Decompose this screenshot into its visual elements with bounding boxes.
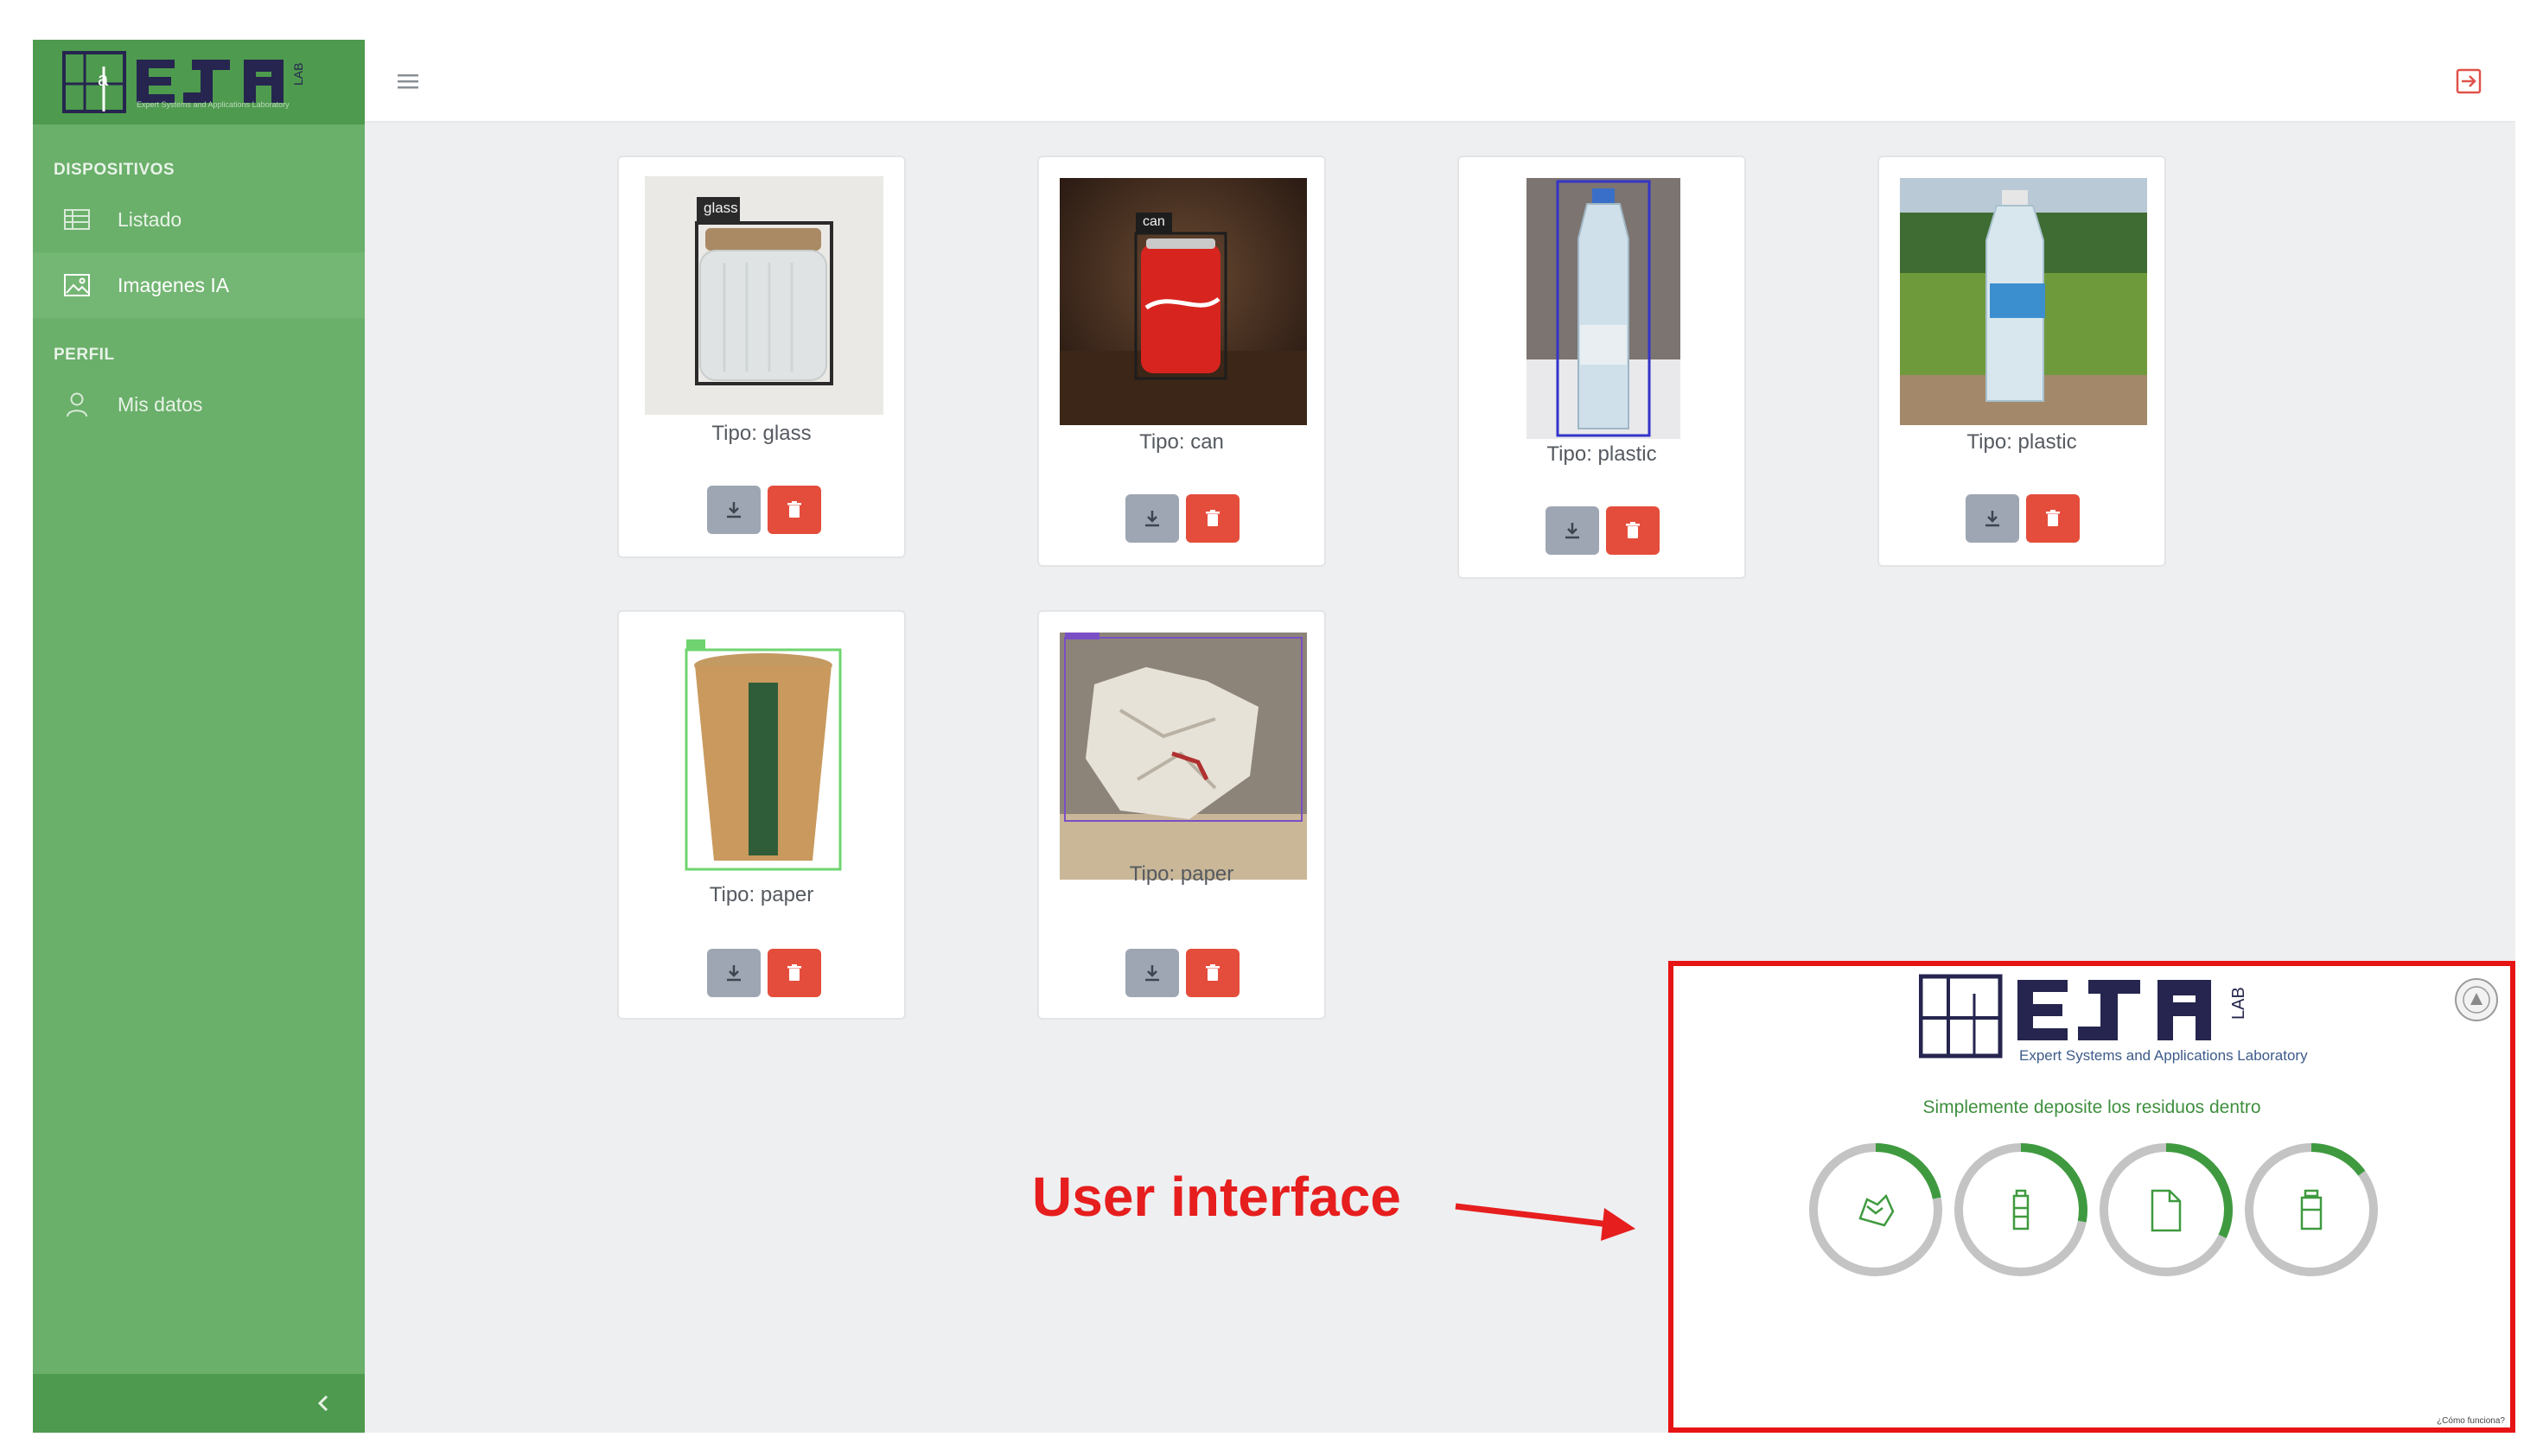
- bin-ring-2: [1954, 1143, 2087, 1276]
- detection-image[interactable]: glass: [645, 176, 883, 415]
- image-type-caption: Tipo: paper: [709, 883, 814, 906]
- delete-button[interactable]: [2026, 494, 2080, 543]
- download-button[interactable]: [1125, 949, 1179, 997]
- svg-text:a: a: [98, 68, 109, 90]
- image-card: Tipo: plastic: [1457, 156, 1746, 579]
- delete-button[interactable]: [1186, 949, 1240, 997]
- document-icon: [2151, 1189, 2182, 1232]
- logout-button[interactable]: [2455, 67, 2482, 99]
- image-icon: [62, 270, 92, 300]
- table-icon: [62, 205, 92, 234]
- trash-icon: [787, 964, 801, 981]
- user-interface-panel: LAB Expert Systems and Applications Labo…: [1668, 961, 2515, 1433]
- plastic-bottle-icon: [2012, 1189, 2030, 1230]
- image-type-caption: Tipo: plastic: [1546, 442, 1657, 466]
- delete-button[interactable]: [1186, 494, 1240, 543]
- delete-button[interactable]: [1606, 506, 1660, 555]
- sidebar-item-listado[interactable]: Listado: [33, 187, 365, 252]
- menu-toggle-button[interactable]: [398, 69, 418, 95]
- how-it-works-link[interactable]: ¿Cómo funciona?: [2437, 1416, 2505, 1426]
- lab-name: Expert Systems and Applications Laborato…: [2019, 1047, 2308, 1064]
- user-interface-annotation: User interface: [1032, 1166, 1401, 1228]
- delete-button[interactable]: [768, 949, 821, 997]
- image-card: Tipo: paper: [617, 610, 906, 1020]
- user-icon: [62, 390, 92, 419]
- detection-image[interactable]: [1526, 178, 1680, 439]
- detection-image[interactable]: can: [1060, 178, 1307, 425]
- bin-fill-arc: [1809, 1143, 1942, 1276]
- trash-icon: [1206, 510, 1220, 526]
- bin-level-rings: [1809, 1143, 2378, 1276]
- section-devices-label: DISPOSITIVOS: [54, 161, 175, 179]
- bin-fill-arc: [1954, 1143, 2087, 1276]
- brand-logo[interactable]: a LAB: [33, 40, 365, 124]
- bin-fill-arc: [2245, 1143, 2378, 1276]
- image-card: Tipo: plastic: [1877, 156, 2166, 567]
- download-icon: [727, 965, 741, 982]
- detection-label: can: [1143, 214, 1165, 229]
- esalab-logo-icon: LAB: [1919, 974, 2248, 1059]
- delete-button[interactable]: [768, 486, 821, 534]
- download-icon: [1145, 965, 1159, 982]
- bin-ring-3: [2100, 1143, 2233, 1276]
- image-gallery: glass Tipo: glass: [365, 123, 2515, 1433]
- sidebar-item-imagenes-ia[interactable]: Imagenes IA: [33, 252, 365, 318]
- bin-fill-arc: [2100, 1143, 2233, 1276]
- instruction-message: Simplemente deposite los residuos dentro: [1922, 1097, 2261, 1117]
- sidebar-item-mis-datos[interactable]: Mis datos: [33, 372, 365, 437]
- sidebar: a LAB Expert Systems and Applications La…: [33, 40, 365, 1433]
- image-card: can Tipo: can: [1037, 156, 1326, 567]
- download-icon: [1145, 511, 1159, 527]
- sidebar-item-label: Mis datos: [118, 392, 203, 416]
- hamburger-icon: [398, 74, 418, 89]
- image-type-caption: Tipo: glass: [711, 422, 812, 445]
- svg-text:LAB: LAB: [2229, 987, 2248, 1020]
- sidebar-item-label: Imagenes IA: [118, 273, 230, 296]
- trash-icon: [2046, 510, 2060, 526]
- download-icon: [1985, 511, 1999, 527]
- bin-ring-1: [1809, 1143, 1942, 1276]
- detection-image[interactable]: [1900, 178, 2147, 425]
- sidebar-item-label: Listado: [118, 207, 182, 231]
- image-type-caption: Tipo: plastic: [1966, 430, 2077, 454]
- paper-ball-icon: [1858, 1193, 1895, 1227]
- esalab-logo-icon: a LAB: [62, 51, 305, 113]
- image-card: Tipo: paper: [1037, 610, 1326, 1020]
- image-type-caption: Tipo: paper: [1129, 862, 1234, 886]
- detection-image[interactable]: [1060, 633, 1307, 880]
- svg-text:LAB: LAB: [291, 63, 305, 86]
- download-button[interactable]: [1546, 506, 1599, 555]
- glass-jar-icon: [2300, 1189, 2323, 1230]
- download-icon: [1565, 523, 1579, 539]
- bin-ring-4: [2245, 1143, 2378, 1276]
- image-type-caption: Tipo: can: [1139, 430, 1224, 454]
- detection-label: glass: [704, 200, 738, 216]
- download-icon: [727, 502, 741, 518]
- trash-icon: [1206, 964, 1220, 981]
- brand-subtitle: Expert Systems and Applications Laborato…: [137, 100, 290, 109]
- trash-icon: [1626, 522, 1640, 538]
- logout-icon: [2456, 68, 2482, 94]
- download-button[interactable]: [707, 949, 761, 997]
- trash-icon: [787, 501, 801, 518]
- download-button[interactable]: [707, 486, 761, 534]
- annotation-arrow-icon: [1455, 1203, 1635, 1241]
- section-profile-label: PERFIL: [54, 346, 115, 364]
- university-seal-icon: [2455, 978, 2498, 1021]
- download-button[interactable]: [1966, 494, 2019, 543]
- top-bar: [365, 40, 2515, 123]
- chevron-left-icon: [317, 1395, 328, 1412]
- sidebar-collapse-button[interactable]: [33, 1374, 365, 1433]
- detection-image[interactable]: [681, 639, 845, 878]
- download-button[interactable]: [1125, 494, 1179, 543]
- image-card: glass Tipo: glass: [617, 156, 906, 558]
